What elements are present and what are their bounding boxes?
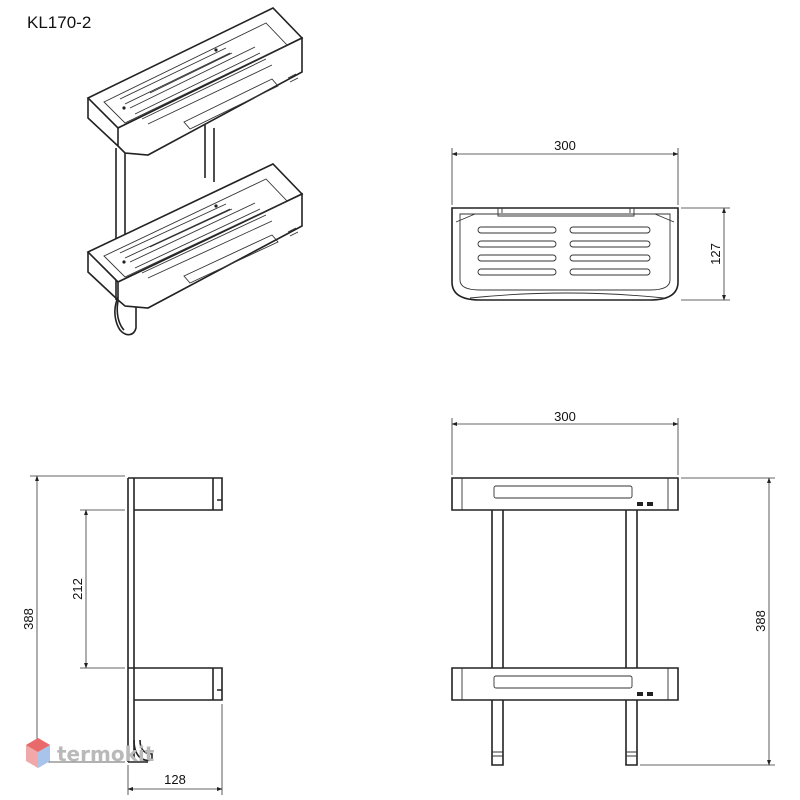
side-view: 388 212 128 xyxy=(21,475,223,795)
isometric-view xyxy=(86,7,304,336)
front-view-height-label: 388 xyxy=(753,610,768,632)
front-view: 300 388 xyxy=(451,409,775,766)
iso-lower-shelf xyxy=(86,163,304,309)
top-view-slots xyxy=(477,226,651,276)
hexagon-logo-icon xyxy=(26,738,50,768)
watermark: termokit xyxy=(26,738,155,768)
front-view-width-label: 300 xyxy=(554,409,576,424)
side-view-spacing-label: 212 xyxy=(70,578,85,600)
model-title: KL170-2 xyxy=(27,13,91,32)
watermark-text: termokit xyxy=(57,742,155,766)
top-view-width-label: 300 xyxy=(554,138,576,153)
iso-upper-shelf xyxy=(86,7,304,156)
top-view: 300 127 xyxy=(451,138,730,301)
side-view-height-label: 388 xyxy=(21,608,36,630)
top-view-depth-label: 127 xyxy=(708,243,723,265)
side-view-depth-label: 128 xyxy=(164,772,186,787)
